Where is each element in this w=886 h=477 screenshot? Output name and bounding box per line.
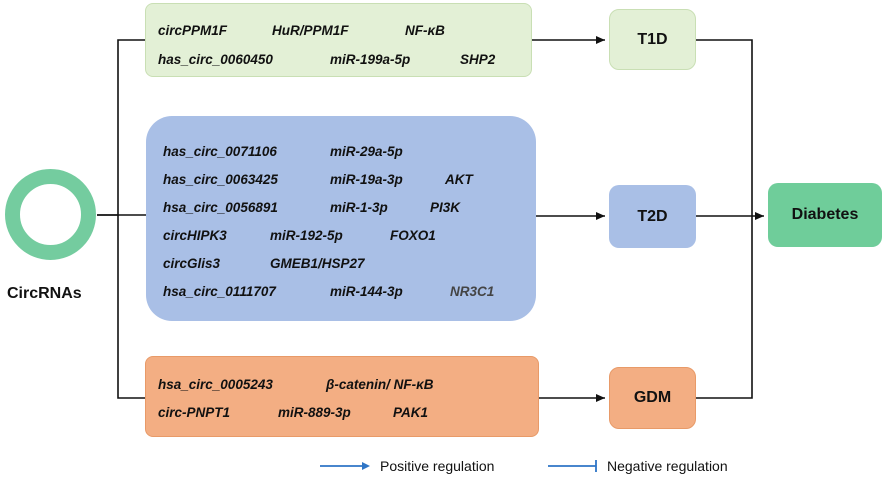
t2d-node: T2D: [609, 185, 696, 248]
legend-negative-bar-icon: [548, 460, 597, 472]
t2d-target-0-0: miR-29a-5p: [330, 144, 403, 159]
t2d-circ-5: hsa_circ_0111707: [163, 284, 276, 299]
circrna-label: CircRNAs: [7, 285, 82, 302]
gdm-circ-1: circ-PNPT1: [158, 405, 231, 420]
circrna-to-t1d-branch: [97, 39, 145, 216]
gdm-circ-0: hsa_circ_0005243: [158, 377, 273, 392]
t2d-pathway-panel: [146, 116, 536, 321]
legend-negative-label: Negative regulation: [607, 458, 728, 474]
t2d-circ-2: hsa_circ_0056891: [163, 200, 278, 215]
t2d-circ-0: has_circ_0071106: [163, 144, 277, 159]
gdm-target-1-0: miR-889-3p: [278, 405, 351, 420]
gdm-target-1-1: PAK1: [393, 405, 429, 420]
gdm-target-0-0: β-catenin/ NF-κB: [326, 377, 434, 392]
t1d-target-0-1: NF-κB: [405, 23, 445, 38]
t1d-circ-1: has_circ_0060450: [158, 52, 273, 67]
t2d-circ-3: circHIPK3: [163, 228, 227, 243]
t1d-to-diabetes-branch: [696, 39, 753, 399]
gdm-pathway-panel: [145, 356, 539, 437]
t1d-target-0-0: HuR/PPM1F: [272, 23, 349, 38]
t2d-circ-4: circGlis3: [163, 256, 221, 271]
legend-positive-arrow-icon: [320, 462, 370, 470]
circrna-ring-icon: [5, 169, 96, 260]
circrna-to-gdm-branch: [117, 215, 145, 399]
t2d-target-5-1: NR3C1: [450, 284, 495, 299]
t1d-target-1-1: SHP2: [460, 52, 496, 67]
t2d-target-3-1: FOXO1: [390, 228, 436, 243]
t1d-circ-0: circPPM1F: [158, 23, 228, 38]
t2d-circ-1: has_circ_0063425: [163, 172, 278, 187]
gdm-node: GDM: [609, 367, 696, 429]
t2d-target-5-0: miR-144-3p: [330, 284, 403, 299]
t1d-pathway-panel: [145, 3, 532, 77]
t2d-target-1-0: miR-19a-3p: [330, 172, 403, 187]
t2d-target-2-1: PI3K: [430, 200, 461, 215]
t2d-target-2-0: miR-1-3p: [330, 200, 388, 215]
t1d-target-1-0: miR-199a-5p: [330, 52, 411, 67]
diabetes-node: Diabetes: [768, 183, 882, 247]
t2d-target-4-0: GMEB1/HSP27: [270, 256, 365, 271]
t1d-node: T1D: [609, 9, 696, 70]
t2d-target-3-0: miR-192-5p: [270, 228, 343, 243]
legend-positive-label: Positive regulation: [380, 458, 495, 474]
t2d-target-1-1: AKT: [445, 172, 473, 187]
